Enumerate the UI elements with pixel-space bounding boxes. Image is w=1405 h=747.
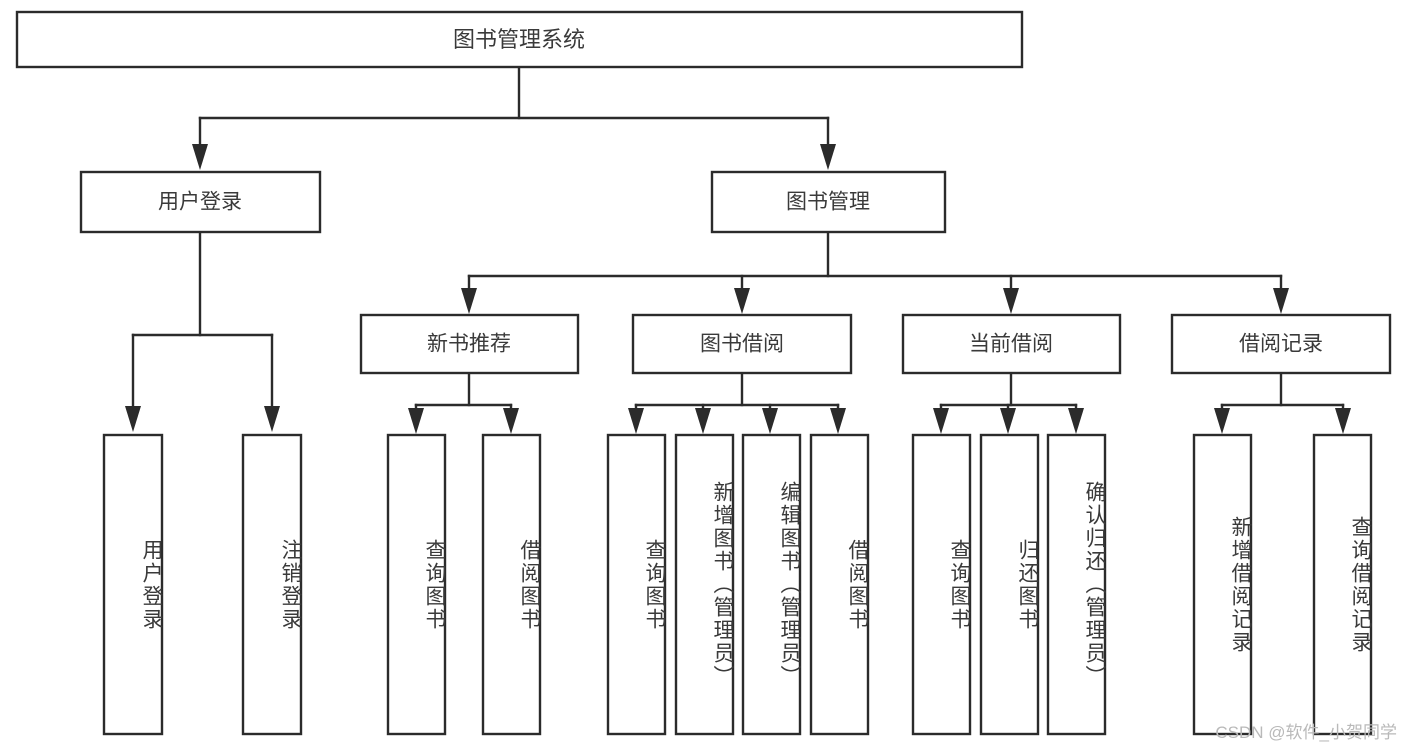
node-root-label: 图书管理系统 [453,27,585,52]
leaf-box-new-book-1[interactable] [481,433,542,736]
connector-root-trunk [192,65,836,170]
node-book-borrow[interactable]: 图书借阅 [631,313,853,375]
leaf-box-borrow-record-1[interactable] [1312,433,1373,736]
leaf-box-user-login-1[interactable] [241,433,303,736]
node-root[interactable]: 图书管理系统 [15,10,1024,69]
watermark: CSDN @软件_小贺同学 [1215,723,1397,742]
leaf-box-current-borrow-2[interactable] [1046,433,1107,736]
leaf-box-current-borrow-1[interactable] [979,433,1040,736]
connector-new-book-branch [408,371,519,434]
connector-user-login-branch [125,230,280,432]
node-new-book-recommend-label: 新书推荐 [427,333,511,356]
node-borrow-record-label: 借阅记录 [1239,333,1323,356]
node-user-login[interactable]: 用户登录 [79,170,322,234]
node-new-book-recommend[interactable]: 新书推荐 [359,313,580,375]
node-current-borrow-label: 当前借阅 [969,333,1053,356]
leaf-box-borrow-record-0[interactable] [1192,433,1253,736]
connector-current-borrow-branch [933,371,1084,434]
node-book-borrow-label: 图书借阅 [700,333,784,356]
leaf-box-user-login-0[interactable] [102,433,164,736]
leaf-box-book-borrow-2[interactable] [741,433,802,736]
node-current-borrow[interactable]: 当前借阅 [901,313,1122,375]
leaf-box-book-borrow-1[interactable] [674,433,735,736]
leaf-box-book-borrow-0[interactable] [606,433,667,736]
node-book-manage[interactable]: 图书管理 [710,170,947,234]
connector-book-borrow-branch [628,371,846,434]
leaf-box-current-borrow-0[interactable] [911,433,972,736]
node-user-login-label: 用户登录 [158,191,242,214]
connector-book-manage-branch [461,230,1289,314]
leaf-box-book-borrow-3[interactable] [809,433,870,736]
node-book-manage-label: 图书管理 [786,191,870,214]
leaf-box-new-book-0[interactable] [386,433,447,736]
node-borrow-record[interactable]: 借阅记录 [1170,313,1392,375]
connector-borrow-record-branch [1214,371,1351,434]
